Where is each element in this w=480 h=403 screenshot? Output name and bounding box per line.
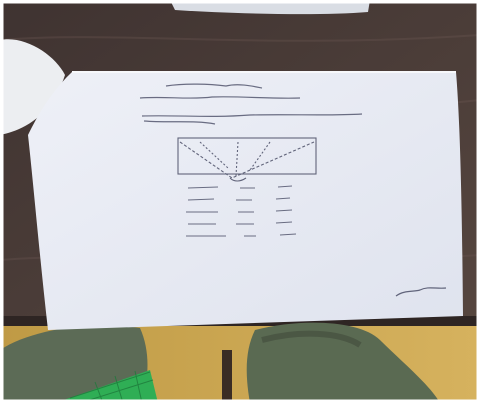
right-leg xyxy=(246,322,440,403)
chair-leg xyxy=(222,350,232,403)
paper-sheet xyxy=(28,71,463,330)
leg-shadow xyxy=(261,330,362,348)
white-object xyxy=(0,39,65,135)
left-leg xyxy=(0,325,148,403)
handwritten-list xyxy=(186,185,297,237)
sketch-diagram xyxy=(177,137,317,182)
top-light-object xyxy=(170,0,370,15)
handwriting xyxy=(139,83,363,125)
signature xyxy=(395,287,447,297)
